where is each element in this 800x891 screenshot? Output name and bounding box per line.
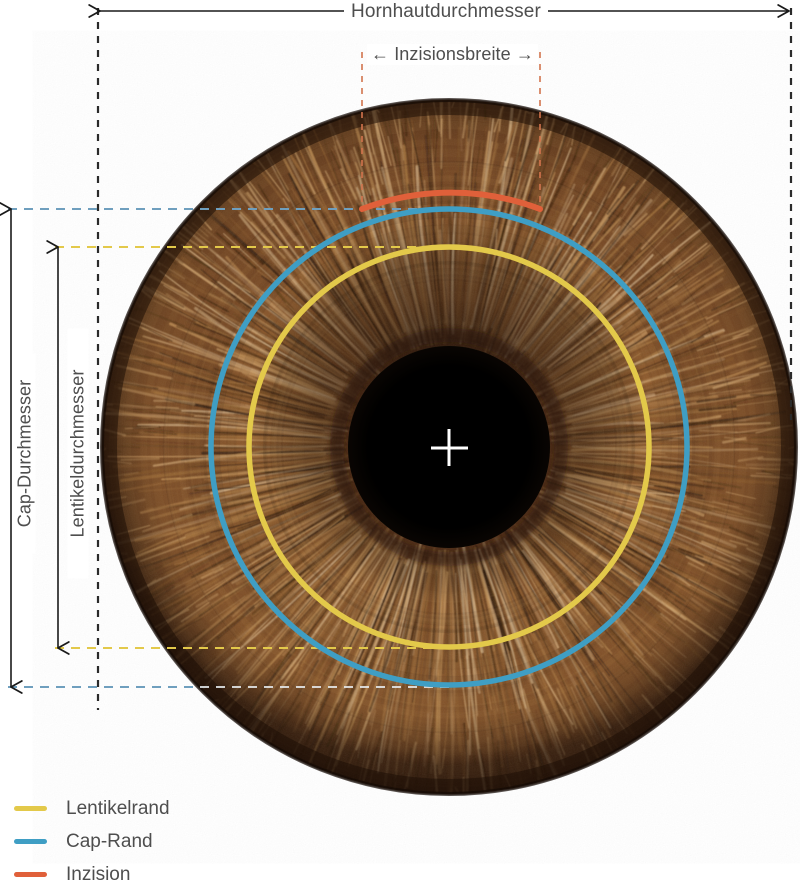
incision-width-label: ← Inzisionsbreite →	[367, 44, 538, 65]
center-crosshair	[431, 429, 468, 466]
incision-extension-lines	[361, 52, 541, 208]
lenticule-reference-lines	[55, 246, 449, 649]
lenticule-edge-circle	[246, 244, 652, 650]
legend-label: Lentikelrand	[66, 798, 170, 819]
cornea-diameter-label: Hornhautdurchmesser	[344, 1, 548, 23]
legend-item-1: Cap-Rand	[0, 825, 320, 858]
legend-swatch-icon	[14, 806, 47, 811]
cap-reference-lines	[8, 208, 450, 688]
legend-item-2: Inzision	[0, 858, 320, 891]
legend-label: Cap-Rand	[66, 831, 153, 852]
incision-arc	[359, 189, 543, 212]
cap-edge-circle	[208, 206, 690, 688]
legend-item-0: Lentikelrand	[0, 792, 320, 825]
cap-diameter-label: Cap-Durchmesser	[14, 353, 36, 554]
legend-swatch-icon	[14, 839, 47, 844]
lenticule-diameter-label: Lentikeldurchmesser	[67, 328, 89, 579]
legend-swatch-icon	[14, 872, 47, 877]
legend-label: Inzision	[66, 864, 131, 885]
cornea-extension-lines	[96, 8, 793, 710]
